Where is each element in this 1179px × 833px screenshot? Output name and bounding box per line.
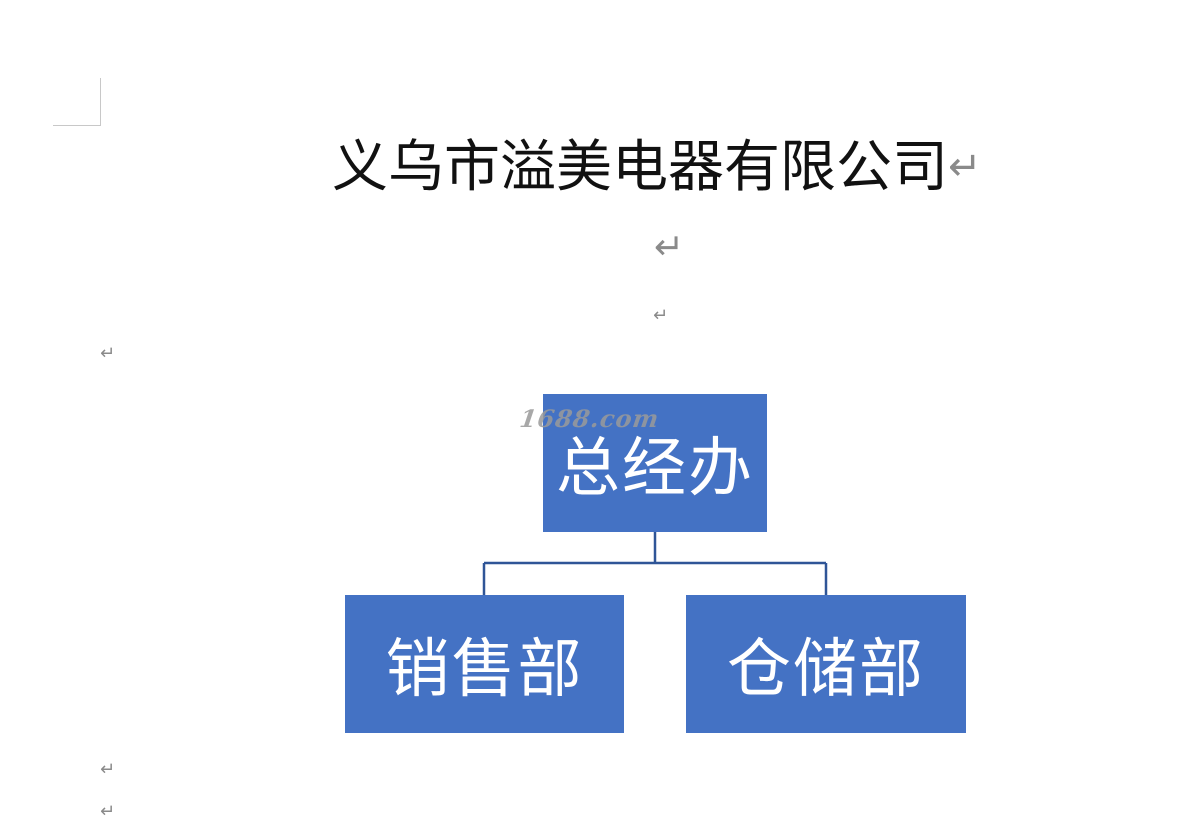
page-margin-corner-mark (53, 78, 101, 126)
paragraph-mark-icon: ↵ (948, 144, 982, 190)
org-node-warehouse-department[interactable]: 仓储部 (686, 595, 966, 733)
org-node-label: 总经办 (556, 432, 754, 506)
paragraph-mark-icon: ↵ (100, 343, 116, 364)
document-title: 义乌市溢美电器有限公司 (332, 135, 948, 200)
paragraph-mark-icon: ↵ (654, 227, 685, 268)
document-title-line[interactable]: 义乌市溢美电器有限公司↵ (332, 132, 982, 202)
paragraph-mark-icon: ↵ (100, 759, 116, 780)
paragraph-mark-icon: ↵ (653, 305, 669, 326)
org-node-sales-department[interactable]: 销售部 (345, 595, 624, 733)
paragraph-mark-icon: ↵ (100, 801, 116, 822)
org-node-label: 销售部 (385, 633, 584, 707)
org-node-label: 仓储部 (727, 633, 925, 707)
org-node-general-office[interactable]: 总经办 (543, 394, 767, 532)
watermark: 1688.com (517, 404, 662, 433)
